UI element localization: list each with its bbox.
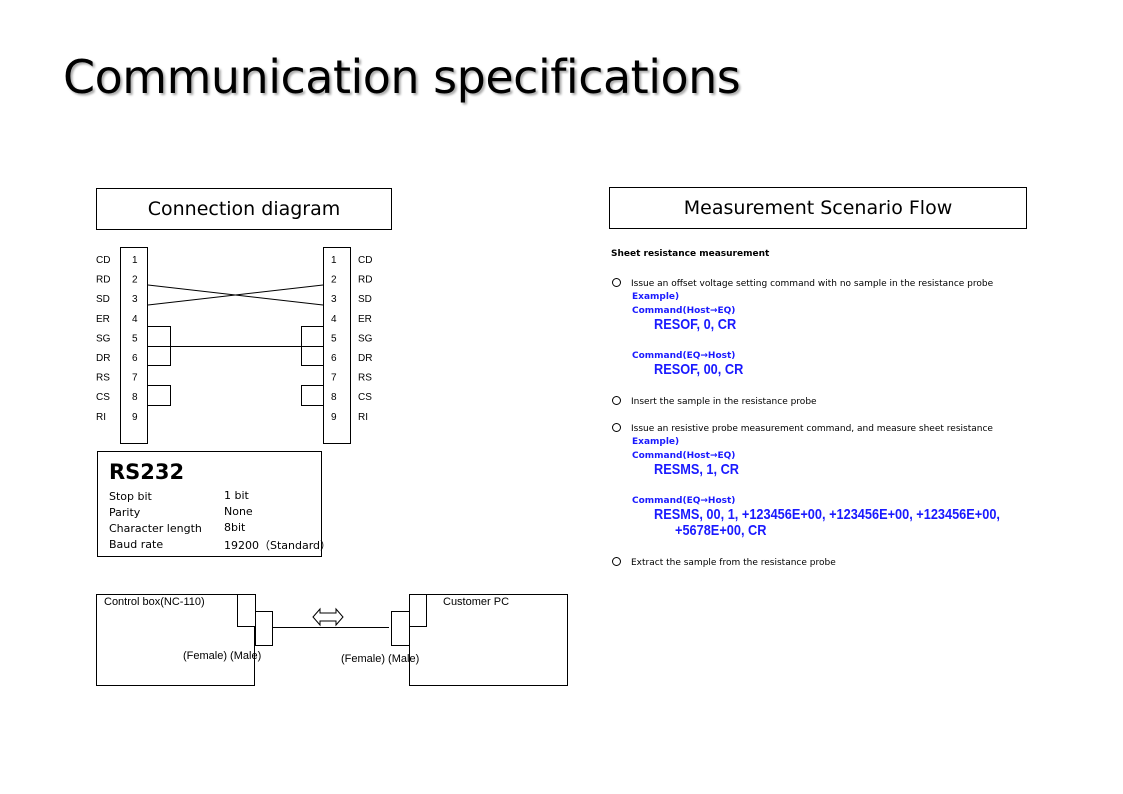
left-pin-number: 3	[132, 294, 138, 305]
flow-step-4: Extract the sample from the resistance p…	[612, 557, 836, 568]
left-pin-number: 4	[132, 314, 138, 325]
left-signal-label: SD	[96, 294, 110, 305]
right-signal-label: DR	[358, 353, 372, 364]
right-signal-label: CD	[358, 255, 372, 266]
command-text: RESMS, 00, 1, +123456E+00, +123456E+00, …	[654, 506, 1000, 523]
double-arrow-icon	[312, 607, 344, 627]
right-signal-label: CS	[358, 392, 372, 403]
left-signal-labels: CD RD SD ER SG DR RS CS RI	[96, 255, 111, 423]
right-loop-er-dr	[301, 326, 323, 366]
right-pin-number: 3	[331, 294, 337, 305]
right-pin-number: 9	[331, 412, 337, 423]
command-text: RESMS, 1, CR	[654, 461, 740, 478]
control-box-female-connector	[237, 594, 256, 627]
step-text: Issue an offset voltage setting command …	[631, 279, 994, 289]
left-pin-number: 9	[132, 412, 138, 423]
right-signal-label: RS	[358, 373, 372, 384]
step-text: Issue an resistive probe measurement com…	[631, 424, 993, 434]
left-connector-body	[120, 247, 148, 444]
control-box-male-connector	[255, 611, 273, 646]
left-pin-number: 2	[132, 275, 138, 286]
left-pin-numbers: 1 2 3 4 5 6 7 8 9	[132, 255, 138, 423]
step-text: Insert the sample in the resistance prob…	[631, 397, 817, 407]
left-signal-label: RS	[96, 373, 110, 384]
spec-label: Character length	[109, 522, 202, 535]
spec-value: 8bit	[224, 521, 246, 534]
spec-label: Parity	[109, 506, 141, 519]
right-signal-label: RD	[358, 275, 372, 286]
right-pin-number: 1	[331, 255, 337, 266]
left-signal-label: CS	[96, 392, 110, 403]
command-text-continued: +5678E+00, CR	[675, 522, 767, 539]
left-pin-number: 8	[132, 392, 138, 403]
bullet-circle-icon	[612, 557, 621, 566]
spec-label: Stop bit	[109, 490, 152, 503]
command-label: Command(Host→EQ)	[632, 306, 736, 316]
flow-header: Measurement Scenario Flow	[609, 187, 1027, 229]
left-loop-er-dr	[148, 326, 171, 366]
spec-value: None	[224, 505, 253, 518]
customer-pc-male-connector	[409, 594, 427, 627]
right-pin-number: 8	[331, 392, 337, 403]
left-signal-label: RI	[96, 412, 106, 423]
command-text: RESOF, 00, CR	[654, 361, 744, 378]
rs232-spec-box: RS232 Stop bit 1 bit Parity None Charact…	[97, 451, 331, 557]
right-signal-label: ER	[358, 314, 372, 325]
left-signal-label: RD	[96, 275, 110, 286]
command-text: RESOF, 0, CR	[654, 316, 737, 333]
left-pin-number: 5	[132, 333, 138, 344]
right-signal-label: SG	[358, 333, 373, 344]
flow-step-1: Issue an offset voltage setting command …	[612, 278, 993, 289]
right-signal-labels: CD RD SD ER SG DR RS CS RI	[358, 255, 373, 423]
right-loop-rs-cs	[301, 385, 323, 406]
right-signal-label: RI	[358, 412, 368, 423]
spec-value: 19200（Standard）	[224, 539, 332, 552]
page-title: Communication specifications	[63, 50, 741, 104]
right-pin-number: 4	[331, 314, 337, 325]
left-pin-number: 6	[132, 353, 138, 364]
rs232-title: RS232	[109, 460, 185, 484]
flow-heading: Sheet resistance measurement	[611, 249, 770, 259]
control-box-label: Control box(NC-110)	[104, 596, 205, 608]
right-connector-body	[323, 247, 351, 444]
left-signal-label: DR	[96, 353, 110, 364]
example-label: Example)	[632, 437, 680, 447]
flow-step-2: Insert the sample in the resistance prob…	[612, 396, 817, 407]
wire-sd-rd	[147, 284, 324, 306]
customer-pc-connector-label: (Female) (Male)	[341, 653, 420, 665]
spec-label: Baud rate	[109, 538, 164, 551]
bullet-circle-icon	[612, 396, 621, 405]
customer-pc-label: Customer PC	[443, 596, 510, 608]
control-box	[96, 594, 255, 686]
right-pin-number: 2	[331, 275, 337, 286]
left-signal-label: CD	[96, 255, 110, 266]
left-signal-label: ER	[96, 314, 110, 325]
left-pin-number: 1	[132, 255, 138, 266]
left-signal-label: SG	[96, 333, 111, 344]
right-pin-number: 5	[331, 333, 337, 344]
control-box-connector-label: (Female) (Male)	[183, 650, 262, 662]
customer-pc-box	[409, 594, 568, 686]
flow-step-3: Issue an resistive probe measurement com…	[612, 423, 993, 434]
command-label: Command(Host→EQ)	[632, 451, 736, 461]
right-signal-label: SD	[358, 294, 372, 305]
example-label: Example)	[632, 292, 680, 302]
right-pin-number: 7	[331, 373, 337, 384]
step-text: Extract the sample from the resistance p…	[631, 558, 836, 568]
bullet-circle-icon	[612, 423, 621, 432]
left-loop-rs-cs	[148, 385, 171, 406]
left-pin-number: 7	[132, 373, 138, 384]
right-pin-number: 6	[331, 353, 337, 364]
bullet-circle-icon	[612, 278, 621, 287]
command-label: Command(EQ→Host)	[632, 496, 736, 506]
connection-diagram-header: Connection diagram	[96, 188, 392, 230]
spec-value: 1 bit	[224, 489, 249, 502]
right-pin-numbers: 1 2 3 4 5 6 7 8 9	[331, 255, 337, 423]
customer-pc-female-connector	[391, 611, 410, 646]
command-label: Command(EQ→Host)	[632, 351, 736, 361]
